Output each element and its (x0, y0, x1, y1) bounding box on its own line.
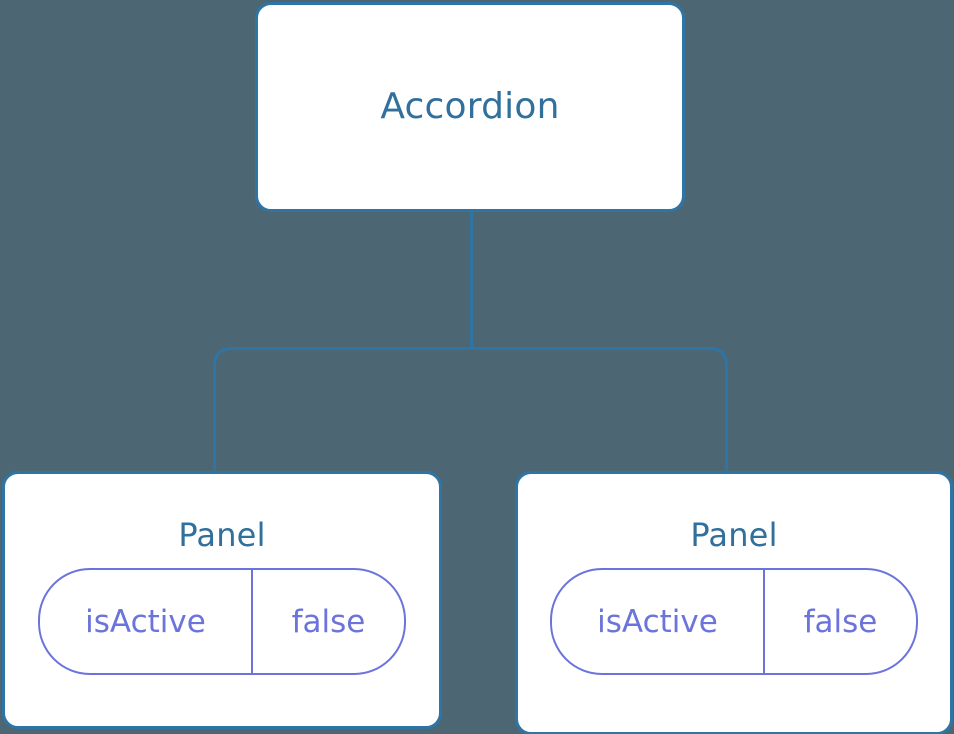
prop-pill-right[interactable]: isActive false (550, 568, 918, 676)
node-panel-right[interactable]: Panel isActive false (515, 471, 953, 734)
node-panel-left[interactable]: Panel isActive false (2, 471, 442, 729)
prop-pill-left[interactable]: isActive false (38, 568, 406, 676)
prop-value-isactive-left: false (291, 603, 366, 640)
prop-key-isactive-right: isActive (552, 570, 765, 674)
edge-branch-bar (213, 347, 728, 480)
node-panel-left-label: Panel (178, 516, 266, 554)
prop-value-isactive-right: false (803, 603, 878, 640)
node-accordion-label: Accordion (380, 86, 560, 128)
node-accordion[interactable]: Accordion (255, 2, 685, 212)
node-panel-right-label: Panel (690, 516, 778, 554)
prop-key-isactive-left: isActive (40, 570, 253, 674)
